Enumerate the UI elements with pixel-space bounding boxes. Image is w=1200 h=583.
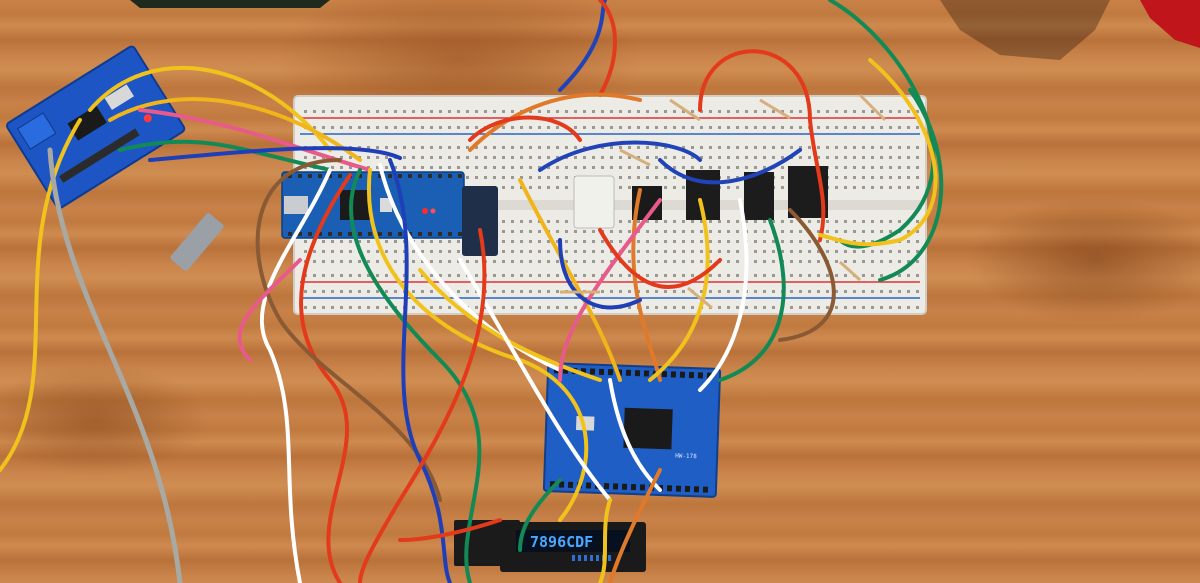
oled-display: 7896CDF xyxy=(454,520,646,572)
ic-chip xyxy=(744,172,774,220)
arduino-nano xyxy=(281,171,465,239)
mux-module-label: HW-178 xyxy=(675,453,697,461)
shadow xyxy=(940,0,1110,60)
metal-part xyxy=(170,213,224,271)
wires xyxy=(0,0,944,583)
red-object xyxy=(1140,0,1200,48)
mux-module: HW-178 xyxy=(542,362,722,498)
oled-display-text: 7896CDF xyxy=(530,533,593,551)
white-component xyxy=(573,175,615,229)
resistors xyxy=(560,93,887,310)
buck-module xyxy=(462,186,498,256)
top-cable xyxy=(130,0,330,8)
